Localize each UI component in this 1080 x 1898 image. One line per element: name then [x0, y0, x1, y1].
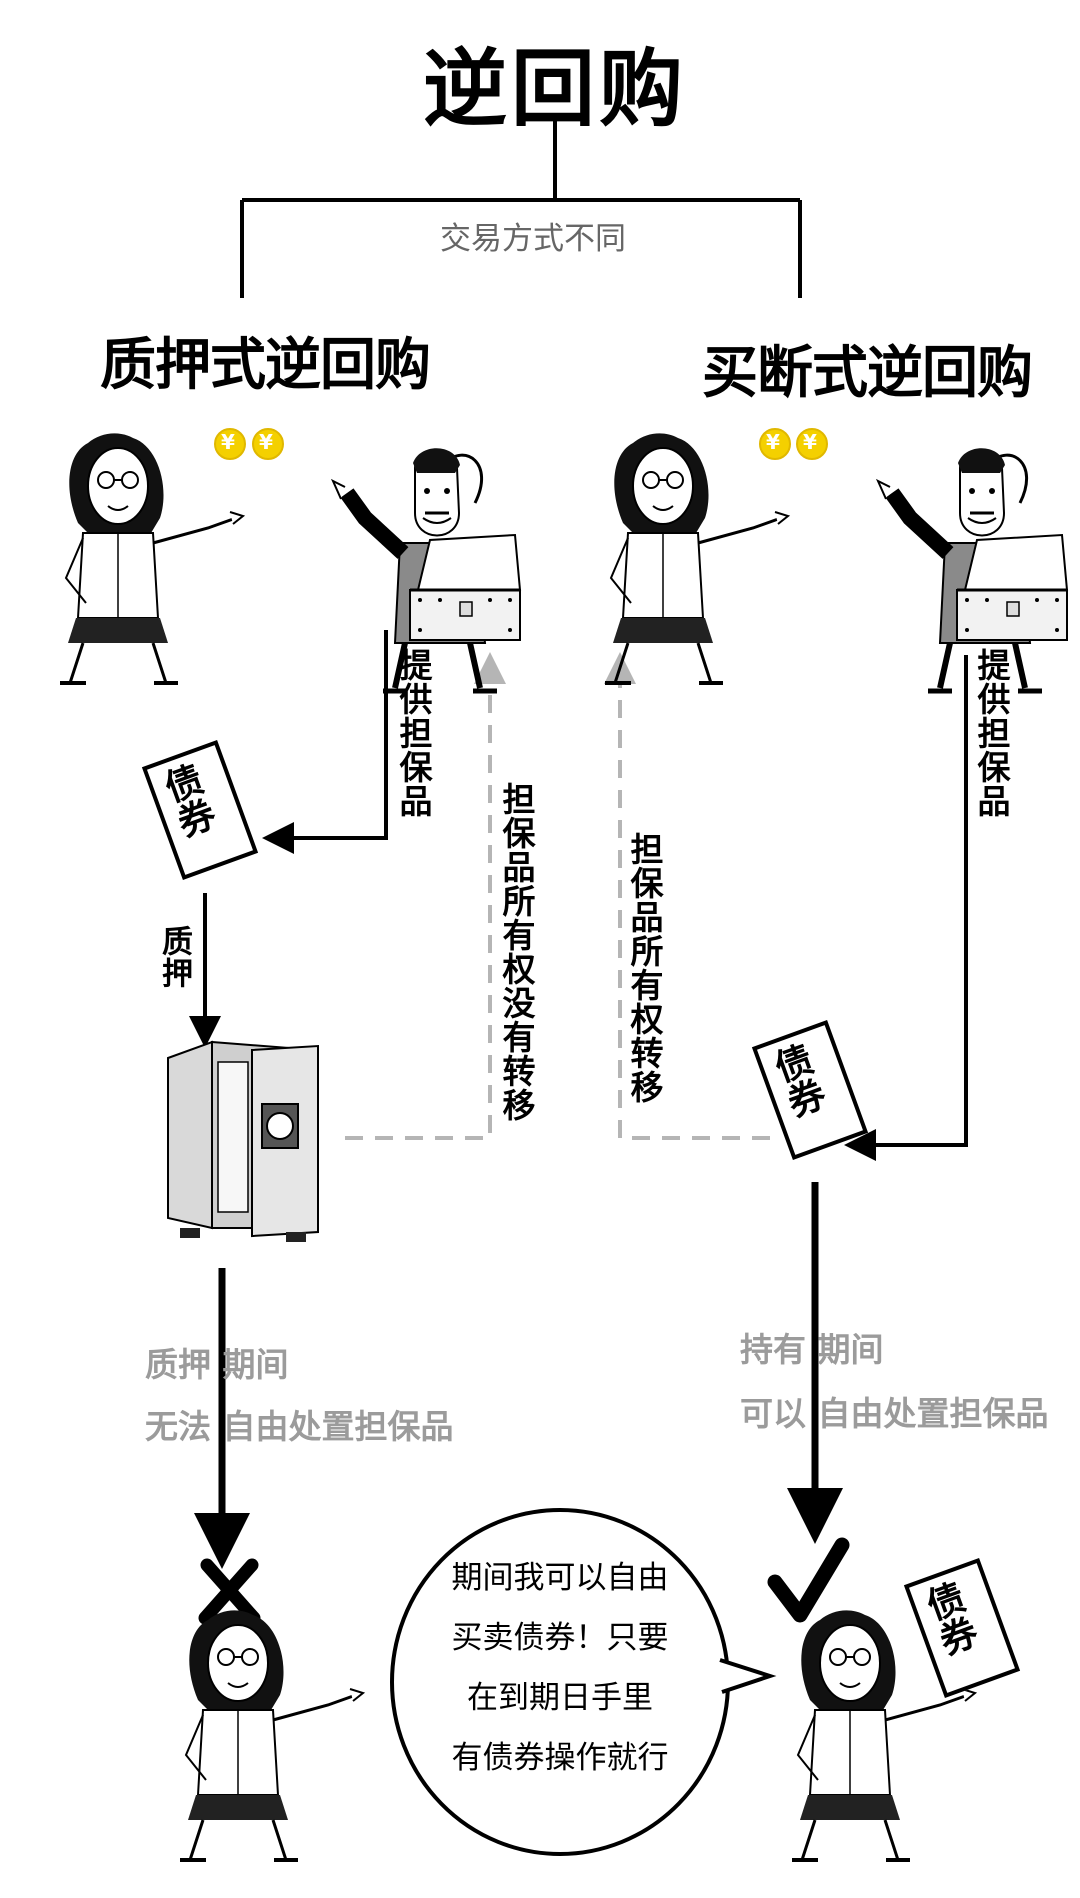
woman-figure-right-top	[603, 431, 790, 685]
right-ownership-label: 担保品所有权转移	[625, 832, 664, 1104]
bond-card-label: 债券	[763, 1038, 830, 1124]
subtitle: 交易方式不同	[440, 221, 626, 257]
right-provide-arrow	[844, 655, 968, 1161]
left-provide-label: 提供担保品	[394, 648, 433, 818]
bubble-line-2: 买卖债券！只要	[451, 1620, 669, 1656]
bond-card-label: 债券	[153, 758, 220, 844]
right-period-line2: 可以 自由处置担保品	[740, 1394, 1049, 1433]
page-title: 逆回购	[422, 40, 687, 138]
left-heading: 质押式逆回购	[100, 333, 431, 398]
treasure-chest-right	[955, 533, 1069, 642]
left-provide-arrow	[262, 630, 388, 854]
tree-connector	[240, 120, 802, 298]
bubble-line-4: 有债券操作就行	[451, 1740, 669, 1776]
treasure-chest-left	[408, 533, 522, 642]
coin-symbol: ¥	[221, 430, 235, 454]
left-ownership-dashed-arrow	[345, 652, 506, 1140]
coin-symbol: ¥	[766, 430, 780, 454]
speech-bubble	[390, 1508, 777, 1856]
woman-figure-left-top	[58, 431, 245, 685]
check-icon	[767, 1537, 850, 1623]
cross-icon	[198, 1558, 261, 1625]
right-provide-label: 提供担保品	[972, 648, 1011, 818]
coin-symbol: ¥	[803, 430, 817, 454]
right-ownership-dashed-arrow	[604, 652, 770, 1140]
right-period-line1: 持有 期间	[740, 1330, 884, 1369]
left-period-line1: 质押 期间	[145, 1345, 289, 1384]
bubble-line-3: 在到期日手里	[467, 1680, 653, 1716]
left-period-line2: 无法 自由处置担保品	[145, 1407, 454, 1446]
right-heading: 买断式逆回购	[702, 341, 1033, 406]
left-pledge-label: 质押	[156, 925, 192, 989]
coin-symbol: ¥	[259, 430, 273, 454]
left-ownership-label: 担保品所有权没有转移	[497, 782, 536, 1122]
bubble-line-1: 期间我可以自由	[451, 1560, 669, 1596]
safe-icon	[167, 1040, 319, 1242]
